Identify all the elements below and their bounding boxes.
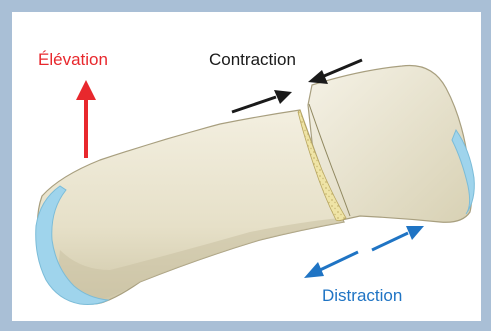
contraction-label: Contraction bbox=[209, 50, 296, 70]
distraction-label: Distraction bbox=[322, 286, 402, 306]
elevation-arrow bbox=[76, 80, 96, 158]
contraction-arrow-left bbox=[232, 90, 292, 112]
distraction-arrow-left bbox=[304, 252, 358, 278]
elevation-label: Élévation bbox=[38, 50, 108, 70]
distraction-arrow-right bbox=[372, 226, 424, 250]
